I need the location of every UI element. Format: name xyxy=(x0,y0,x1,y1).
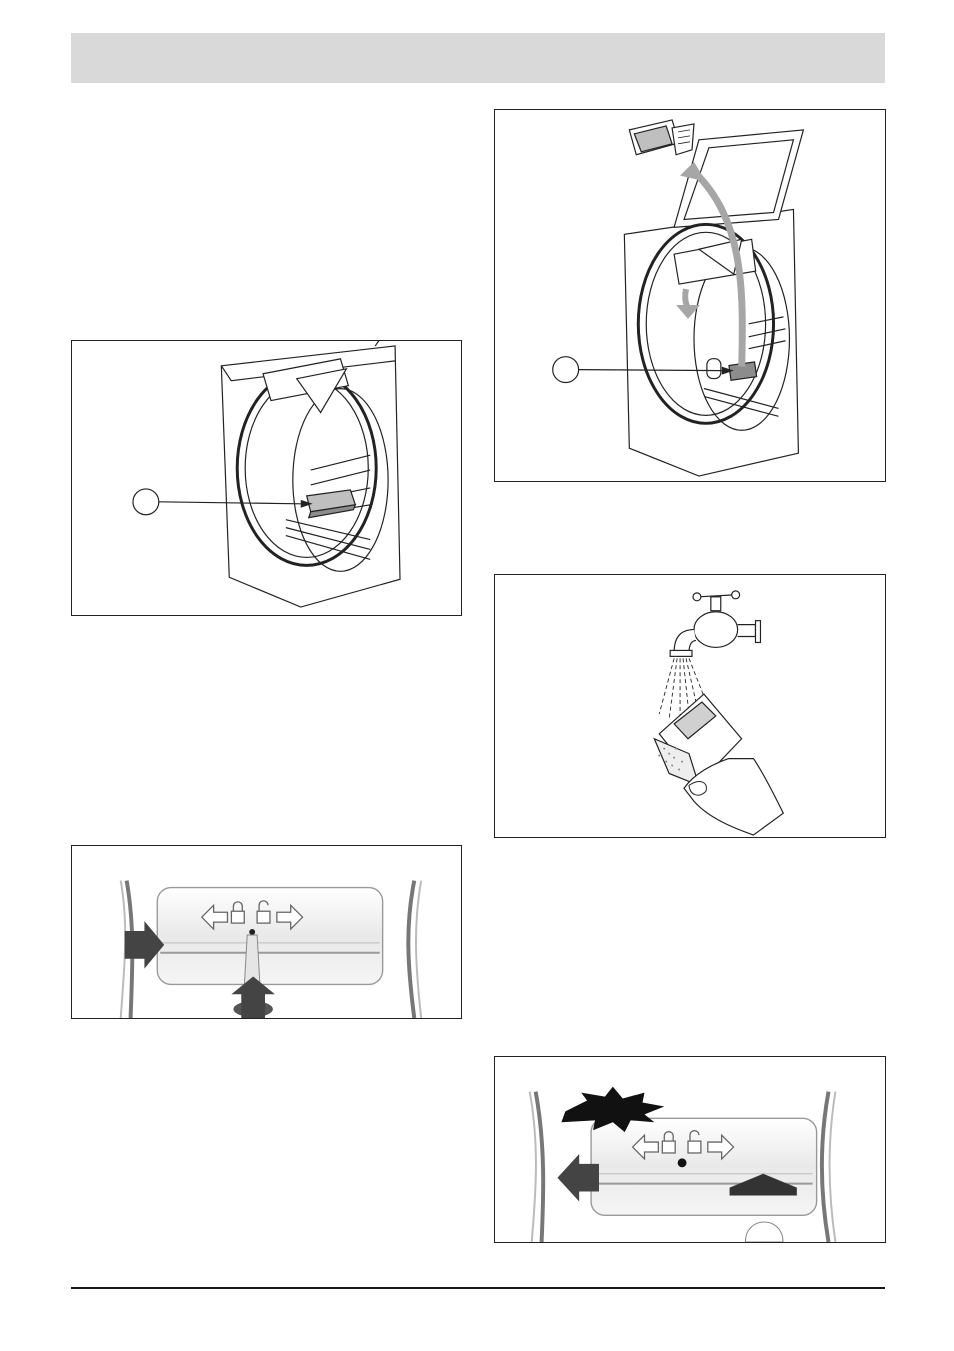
lock-open-icon xyxy=(256,910,271,924)
hand-icon xyxy=(683,758,785,836)
arrow-left-push-icon xyxy=(557,1153,599,1202)
tap-rinse-illustration xyxy=(653,590,785,836)
click-burst-icon xyxy=(561,1086,665,1133)
footer-rule xyxy=(71,1287,885,1289)
figure-remove-filter xyxy=(494,109,886,482)
arrow-left-icon xyxy=(631,1133,659,1161)
arrow-up-icon xyxy=(729,1173,797,1196)
arrow-up-icon xyxy=(231,976,275,1018)
lock-open-icon xyxy=(687,1140,702,1154)
callout-circle xyxy=(552,356,580,384)
dryer-remove-filter-illustration xyxy=(552,119,805,477)
figure-rinse-filter xyxy=(494,574,886,838)
figure-dryer-filter-location xyxy=(71,340,462,616)
arrow-right-push-icon xyxy=(124,921,165,969)
lock-slider-illustration xyxy=(119,880,423,1018)
header-bar xyxy=(71,33,885,83)
figure-lock-filter xyxy=(71,845,462,1019)
lock-closed-icon xyxy=(661,1140,676,1154)
lock-closed-icon xyxy=(230,910,245,924)
arrow-right-icon xyxy=(276,903,304,931)
arrow-right-icon xyxy=(707,1133,735,1161)
unlock-slider-illustration xyxy=(528,1086,837,1242)
callout-circle xyxy=(132,488,160,516)
arrow-left-icon xyxy=(200,903,229,931)
figure-unlock-filter xyxy=(494,1056,886,1243)
dryer-illustration xyxy=(132,341,401,608)
